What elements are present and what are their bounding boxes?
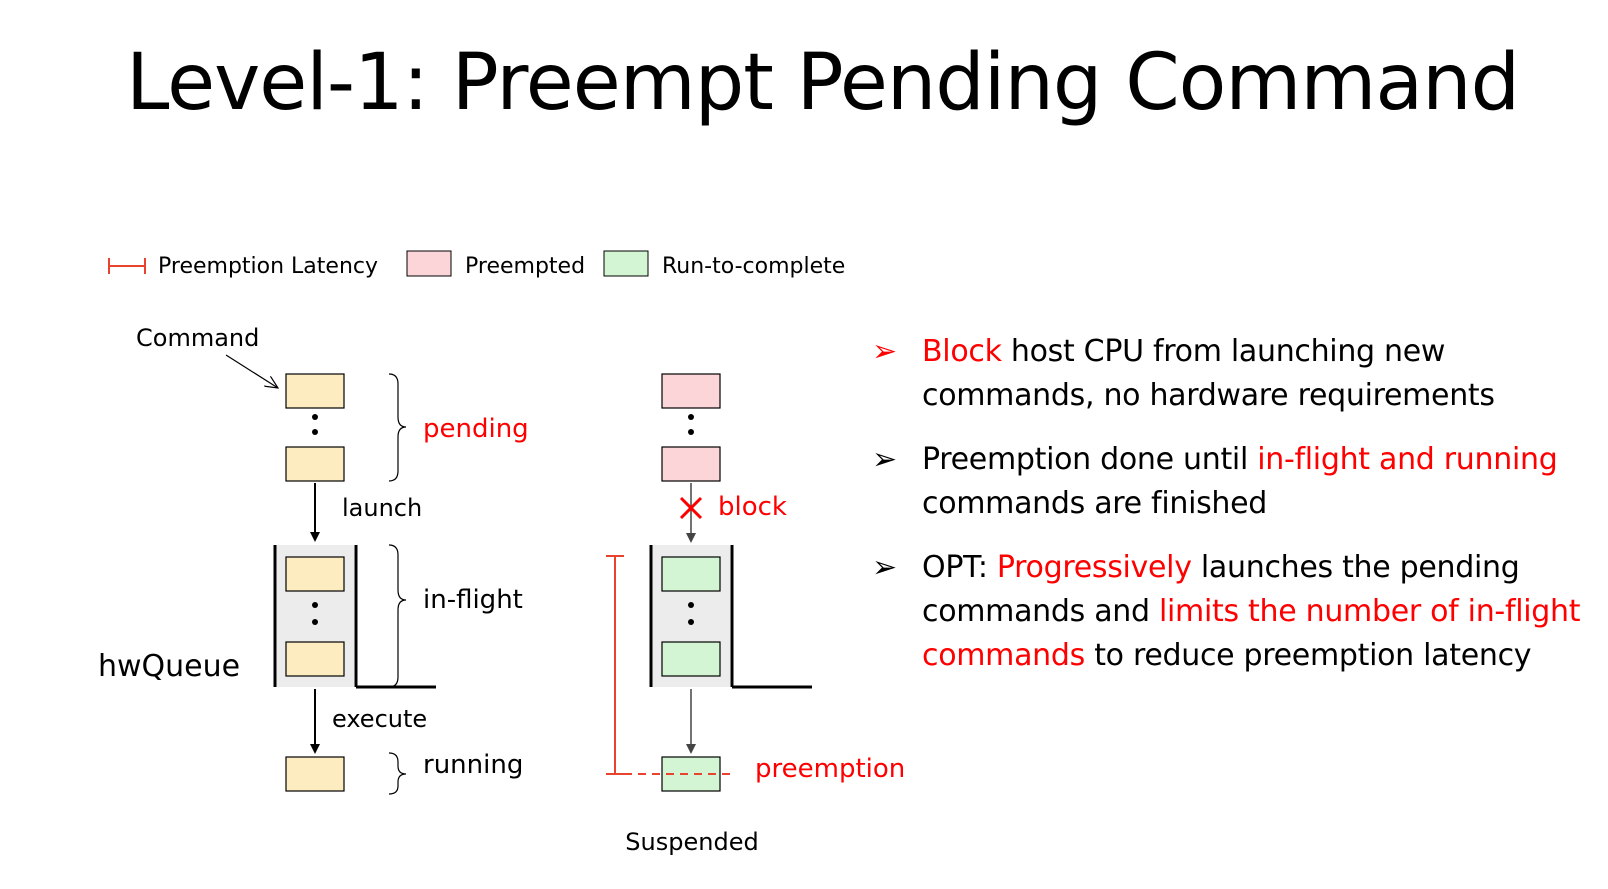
run-box-top — [661, 556, 721, 592]
bullet-text: OPT: — [922, 550, 997, 585]
bullet-text: host CPU from launching new commands, no… — [922, 334, 1495, 413]
run-box-bottom — [661, 641, 721, 677]
pending-dot — [312, 414, 318, 420]
highlighted-text: Block — [922, 334, 1002, 369]
running-box — [285, 756, 345, 792]
inflight-label: in-flight — [423, 585, 523, 615]
command-label: Command — [136, 324, 259, 352]
execute-label: execute — [332, 705, 427, 733]
arrowhead-icon: ➢ — [872, 442, 897, 477]
arrowhead-icon: ➢ — [872, 550, 897, 585]
red-arrowhead-icon: ➢ — [872, 334, 897, 369]
preempted-box-bottom — [661, 446, 721, 482]
highlighted-text: limits the number of in-flight commands — [922, 594, 1581, 673]
preempted-dot — [688, 414, 694, 420]
legend-run-label: Run-to-complete — [662, 254, 845, 279]
highlighted-text: in-flight and running — [1257, 442, 1558, 477]
suspended-label: Suspended — [625, 828, 758, 856]
preempted-dot — [688, 429, 694, 435]
bullet-item: ➢ Block host CPU from launching new comma… — [872, 330, 1584, 418]
command-pointer-arrow — [225, 354, 278, 388]
block-x-icon — [679, 496, 703, 520]
bullet-text: launches the pending commands and — [922, 550, 1520, 629]
bullet-text: to reduce preemption latency — [1084, 638, 1532, 673]
pending-label: pending — [423, 414, 529, 444]
legend-run-swatch — [603, 250, 649, 277]
inflight-dot — [312, 619, 318, 625]
preemption-label: preemption — [755, 754, 905, 784]
inflight-box-bottom — [285, 641, 345, 677]
preemption-latency-bracket — [606, 555, 734, 775]
right-diagram: block preemption Suspended — [606, 373, 905, 856]
bullet-text: commands are finished — [922, 486, 1268, 521]
preempted-box-top — [661, 373, 721, 409]
running-label: running — [423, 750, 523, 780]
inflight-brace — [388, 544, 407, 688]
pending-box-bottom — [285, 446, 345, 482]
latency-legend-icon — [108, 258, 146, 274]
legend-latency-label: Preemption Latency — [158, 254, 378, 279]
pending-brace — [388, 373, 407, 482]
bullet-item: ➢ OPT: Progressively launches the pending… — [872, 546, 1584, 678]
pending-box-top — [285, 373, 345, 409]
run-dot — [688, 602, 694, 608]
legend: Preemption Latency Preempted Run-to-comp… — [108, 250, 845, 279]
left-diagram: Command pending launch in-flight hwQueue… — [98, 324, 529, 795]
legend-preempted-swatch — [406, 250, 452, 277]
running-brace — [388, 752, 407, 795]
bullet-item: ➢ Preemption done until in-flight and run… — [872, 438, 1584, 526]
bullet-text: Preemption done until — [922, 442, 1258, 477]
hwqueue-label: hwQueue — [98, 649, 240, 684]
legend-preempted-label: Preempted — [465, 254, 585, 279]
inflight-dot — [312, 602, 318, 608]
slide-title: Level-1: Preempt Pending Command — [126, 38, 1520, 128]
launch-label: launch — [342, 494, 422, 522]
bullet-list: ➢ Block host CPU from launching new comma… — [872, 330, 1584, 698]
block-label: block — [718, 492, 787, 522]
inflight-box-top — [285, 556, 345, 592]
pending-dot — [312, 429, 318, 435]
run-dot — [688, 619, 694, 625]
highlighted-text: Progressively — [996, 550, 1192, 585]
